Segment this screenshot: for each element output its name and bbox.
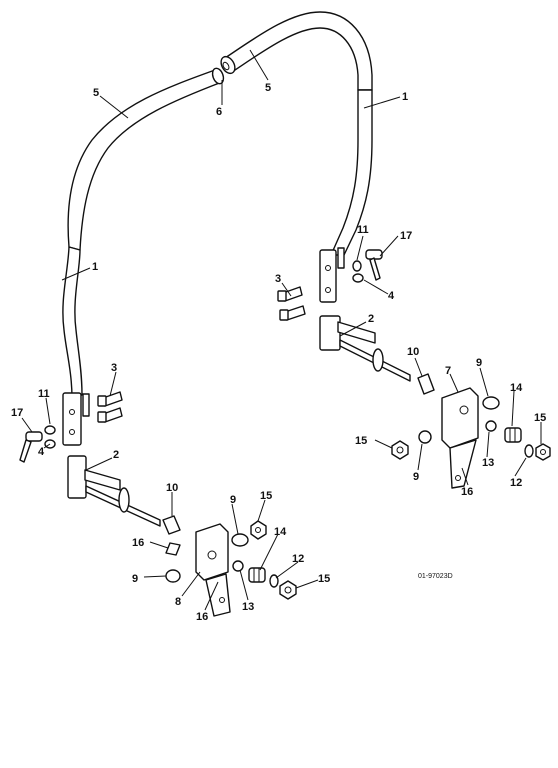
callout-11-left: 11: [38, 388, 50, 400]
callout-1-left: 1: [92, 261, 98, 273]
roll-bar-upright-left: [62, 246, 90, 446]
callout-16-right: 16: [461, 486, 473, 498]
callout-11-right: 11: [357, 224, 369, 236]
figure-reference: 01-97023D: [418, 573, 453, 580]
spring-left: [248, 567, 266, 583]
callout-8: 8: [175, 596, 181, 608]
washer-left: [44, 425, 56, 449]
callout-4-right: 4: [388, 290, 395, 302]
bushing-right: [417, 373, 435, 395]
spring-right: [504, 427, 522, 443]
nut-left-lower: [279, 580, 297, 600]
callout-labels: 5 6 5 1 1 11 17 3 4 2 10 7 9 14 15 15 9 …: [11, 82, 546, 623]
bolt-pair-left: [97, 391, 123, 423]
callout-10-left: 10: [166, 482, 178, 494]
pivot-block-right: [418, 387, 500, 489]
callout-4-left: 4: [38, 446, 45, 458]
callout-15-left-upper: 15: [260, 490, 272, 502]
mount-bracket-right: [319, 315, 411, 382]
upper-tube-right: [220, 11, 373, 91]
pivot-block-left: [165, 523, 249, 617]
callout-12-left: 12: [292, 553, 304, 565]
callout-5-right: 5: [265, 82, 271, 94]
bolt-pair-right: [277, 286, 306, 321]
callout-15-left-lower: 15: [318, 573, 330, 585]
locking-pin-right: [365, 249, 383, 281]
callout-1-right: 1: [402, 91, 408, 103]
washer-right: [352, 260, 364, 283]
callout-13-left: 13: [242, 601, 254, 613]
callout-14-right: 14: [510, 382, 523, 394]
callout-14-left: 14: [274, 526, 287, 538]
callout-16-left-lower: 16: [196, 611, 208, 623]
callout-12-right: 12: [510, 477, 522, 489]
bushing-left: [162, 515, 181, 535]
callout-15-right-upper: 15: [534, 412, 546, 424]
callout-9-right-upper: 9: [476, 357, 482, 369]
callout-3-left: 3: [111, 362, 117, 374]
roll-bar-upright-right: [319, 89, 373, 303]
leader-lines: [21, 49, 542, 611]
callout-9-right-lower: 9: [413, 471, 419, 483]
callout-3-right: 3: [275, 273, 281, 285]
callout-9-left-upper: 9: [230, 494, 236, 506]
upper-tube-left: [67, 67, 225, 251]
washer-right-12: [524, 444, 534, 458]
callout-2-right: 2: [368, 313, 374, 325]
callout-7: 7: [445, 365, 451, 377]
callout-2-left: 2: [113, 449, 119, 461]
callout-17-right: 17: [400, 230, 412, 242]
mount-bracket-left: [67, 455, 161, 527]
callout-5-left: 5: [93, 87, 99, 99]
nut-right-upper: [535, 443, 551, 461]
callout-17-left: 17: [11, 407, 23, 419]
callout-15-right-lower: 15: [355, 435, 367, 447]
locking-pin-left: [19, 431, 43, 463]
callout-10-right: 10: [407, 346, 419, 358]
callout-16-left-upper: 16: [132, 537, 144, 549]
callout-9-left-lower: 9: [132, 573, 138, 585]
callout-13-right: 13: [482, 457, 494, 469]
nut-right-lower: [391, 440, 409, 460]
nut-left-upper: [250, 520, 267, 540]
callout-6: 6: [216, 106, 222, 118]
